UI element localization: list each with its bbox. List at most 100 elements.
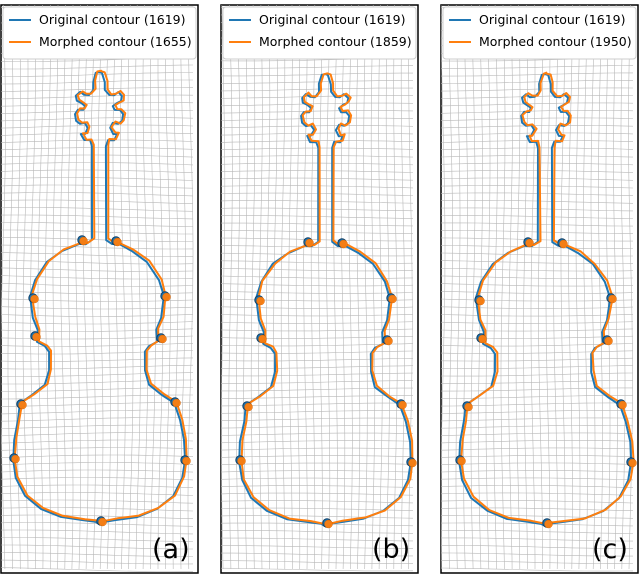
landmark-morphed xyxy=(388,294,397,304)
landmark-morphed xyxy=(172,398,181,408)
grid-line xyxy=(221,222,414,227)
landmark-morphed xyxy=(544,519,553,529)
grid-line xyxy=(1,477,194,481)
grid-line xyxy=(221,237,413,242)
grid-line xyxy=(441,365,634,369)
legend-box xyxy=(442,6,637,60)
grid-line xyxy=(52,5,59,570)
grid-line xyxy=(620,5,626,570)
grid-line xyxy=(37,5,44,570)
landmark-morphed xyxy=(162,292,171,302)
grid-line xyxy=(1,244,194,250)
grid-line xyxy=(221,306,414,309)
grid-line xyxy=(228,5,233,570)
grid-line xyxy=(441,275,634,279)
grid-line xyxy=(441,65,634,69)
grid-line xyxy=(1,139,194,143)
grid-line xyxy=(221,102,414,107)
landmark-morphed xyxy=(608,294,617,304)
landmark-morphed xyxy=(525,238,534,248)
grid-line xyxy=(500,5,506,570)
grid-line xyxy=(221,365,414,369)
grid-line xyxy=(1,424,194,429)
grid-line xyxy=(1,432,194,437)
grid-line xyxy=(1,350,194,355)
legend-label-morphed: Morphed contour (1950) xyxy=(479,34,632,49)
grid-line xyxy=(441,380,634,384)
grid-line xyxy=(221,283,414,287)
grid-line xyxy=(221,455,414,458)
grid-line xyxy=(67,5,74,570)
grid-line xyxy=(221,245,413,249)
grid-line xyxy=(221,447,414,451)
grid-line xyxy=(1,79,193,85)
grid-line xyxy=(221,125,414,129)
grid-line xyxy=(221,132,414,136)
grid-line xyxy=(221,110,414,114)
grid-line xyxy=(250,5,256,570)
grid-line xyxy=(221,336,414,339)
grid-line xyxy=(1,447,194,451)
grid-line xyxy=(441,306,634,309)
grid-line xyxy=(1,537,194,542)
landmark-morphed xyxy=(18,400,27,410)
grid-line xyxy=(1,417,194,422)
grid-line xyxy=(590,5,596,570)
grid-line xyxy=(221,410,414,414)
grid-line xyxy=(441,314,634,317)
legend-label-original: Original contour (1619) xyxy=(479,12,625,27)
deformation-grid xyxy=(441,5,634,572)
grid-line xyxy=(441,372,634,377)
grid-line xyxy=(221,230,413,234)
grid-line xyxy=(221,462,414,465)
grid-line xyxy=(441,110,634,114)
deformation-grid xyxy=(221,5,414,572)
grid-line xyxy=(583,5,588,570)
grid-line xyxy=(441,537,634,542)
grid-line xyxy=(221,552,413,557)
landmark-morphed xyxy=(339,239,348,249)
grid-line xyxy=(441,298,634,302)
grid-line xyxy=(221,530,414,534)
panel-label: (a) xyxy=(152,534,190,565)
grid-line xyxy=(243,5,248,570)
grid-line xyxy=(441,72,633,77)
grid-line xyxy=(393,5,398,570)
grid-line xyxy=(221,440,414,444)
grid-line xyxy=(221,425,414,429)
grid-line xyxy=(441,321,634,324)
grid-line xyxy=(135,5,141,570)
landmark-morphed xyxy=(256,296,265,306)
grid-line xyxy=(1,117,194,122)
grid-line xyxy=(221,314,414,317)
grid-line xyxy=(1,87,194,92)
grid-line xyxy=(221,395,413,399)
grid-line xyxy=(90,5,96,570)
landmark-morphed xyxy=(559,239,568,249)
grid-line xyxy=(280,5,286,569)
grid-line xyxy=(333,5,338,570)
grid-line xyxy=(441,260,634,264)
grid-line xyxy=(340,5,346,570)
grid-line xyxy=(221,477,414,481)
grid-line xyxy=(598,5,603,570)
grid-line xyxy=(1,237,193,242)
grid-line xyxy=(1,222,194,227)
violin-contours xyxy=(9,69,191,527)
landmark-morphed xyxy=(618,400,627,410)
grid-line xyxy=(288,5,293,569)
grid-line xyxy=(441,125,634,129)
grid-line xyxy=(441,492,634,496)
grid-line xyxy=(221,72,413,77)
grid-line xyxy=(1,507,194,512)
grid-line xyxy=(441,417,634,422)
grid-line xyxy=(310,5,316,570)
grid-line xyxy=(221,275,414,279)
grid-line xyxy=(515,5,521,570)
grid-line xyxy=(363,5,368,570)
grid-line xyxy=(221,515,414,519)
landmark-morphed xyxy=(79,236,88,246)
grid-line xyxy=(1,252,194,257)
grid-line xyxy=(22,5,29,570)
grid-line xyxy=(221,485,414,488)
